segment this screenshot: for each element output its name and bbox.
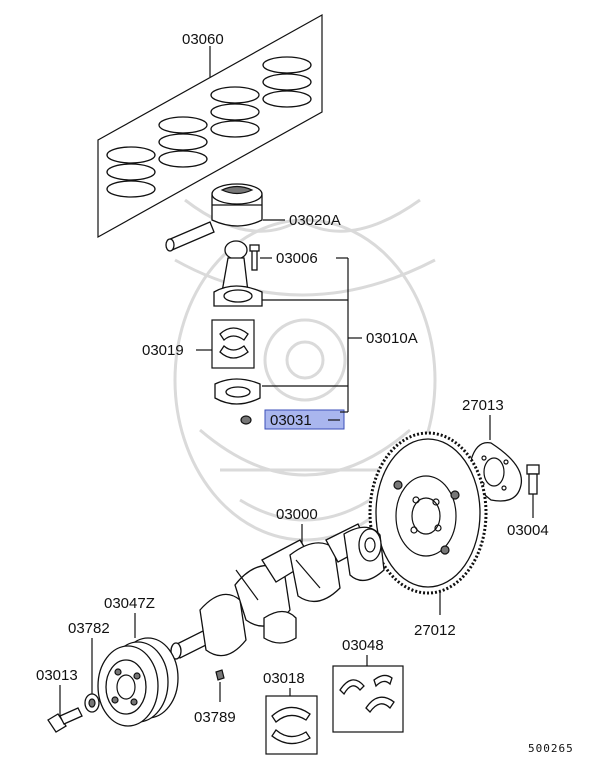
label-piston[interactable]: 03020A bbox=[289, 212, 341, 229]
rod-bearing-box bbox=[211, 319, 255, 369]
label-rod-nut[interactable]: 03031 bbox=[270, 412, 312, 429]
label-pulley[interactable]: 03047Z bbox=[104, 595, 155, 612]
label-crankshaft[interactable]: 03000 bbox=[276, 506, 318, 523]
label-connecting-rod[interactable]: 03010A bbox=[366, 330, 418, 347]
main-bearing[interactable] bbox=[271, 706, 311, 745]
flywheel[interactable] bbox=[368, 431, 488, 595]
pulley-bolt[interactable] bbox=[47, 707, 83, 733]
piston-rings-group[interactable] bbox=[97, 13, 323, 239]
label-pulley-bolt[interactable]: 03013 bbox=[36, 667, 78, 684]
connecting-rod[interactable] bbox=[213, 240, 263, 307]
label-main-bearing[interactable]: 03018 bbox=[263, 670, 305, 687]
label-pulley-washer[interactable]: 03782 bbox=[68, 620, 110, 637]
crank-pulley[interactable] bbox=[97, 637, 179, 727]
rod-bearing[interactable] bbox=[219, 327, 249, 359]
label-rod-bolt[interactable]: 03006 bbox=[276, 250, 318, 267]
rod-bolt[interactable] bbox=[249, 244, 260, 271]
rod-cap[interactable] bbox=[214, 378, 261, 405]
label-rod-bearing[interactable]: 03019 bbox=[142, 342, 184, 359]
label-thrust-bearing[interactable]: 03048 bbox=[342, 637, 384, 654]
crankshaft[interactable] bbox=[170, 523, 385, 660]
main-bearing-box bbox=[265, 695, 318, 755]
reference-number: 500265 bbox=[528, 742, 574, 755]
label-key[interactable]: 03789 bbox=[194, 709, 236, 726]
thrust-bearing[interactable] bbox=[339, 674, 395, 714]
selected-part-highlight bbox=[264, 409, 345, 430]
piston[interactable] bbox=[165, 183, 263, 252]
flywheel-bolt[interactable] bbox=[526, 464, 540, 495]
label-flywheel-bolt[interactable]: 03004 bbox=[507, 522, 549, 539]
label-flywheel-plate[interactable]: 27013 bbox=[462, 397, 504, 414]
rod-nut[interactable] bbox=[240, 415, 252, 425]
watermark-emblem bbox=[173, 198, 437, 542]
thrust-bearing-box bbox=[332, 665, 404, 733]
label-piston-rings[interactable]: 03060 bbox=[182, 31, 224, 48]
pulley-washer[interactable] bbox=[84, 693, 100, 713]
crank-key[interactable] bbox=[215, 669, 225, 681]
label-flywheel[interactable]: 27012 bbox=[414, 622, 456, 639]
